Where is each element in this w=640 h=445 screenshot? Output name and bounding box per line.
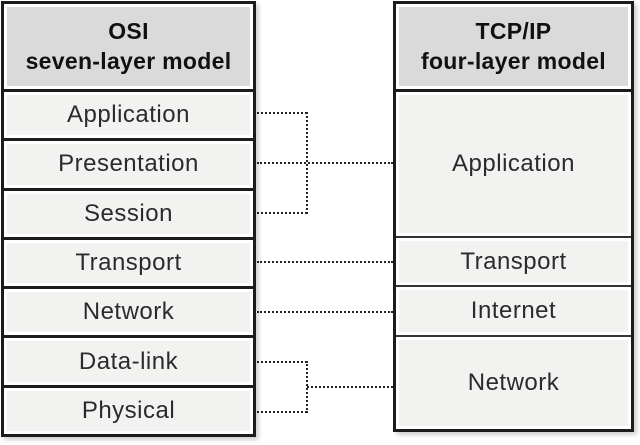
osi-layer-session: Session (7, 193, 250, 234)
osi-layer-datalink: Data-link (7, 341, 250, 382)
osi-model-header: OSI seven-layer model (4, 4, 253, 92)
tcpip-layer-row-transport: Transport (396, 238, 631, 288)
osi-layer-transport: Transport (7, 242, 250, 284)
osi-layer-row-network: Network (4, 289, 253, 339)
osi-layer-application: Application (7, 95, 250, 136)
osi-layer-row-transport: Transport (4, 240, 253, 290)
connector-application-stub (257, 112, 307, 114)
connector-datalink-stub (257, 361, 307, 363)
osi-layer-physical: Physical (7, 390, 250, 431)
osi-model-box: OSI seven-layer model Application Presen… (1, 1, 256, 437)
tcpip-model-title: TCP/IP four-layer model (399, 7, 628, 86)
tcpip-layer-network: Network (399, 339, 628, 426)
connector-network-to-internet (257, 311, 393, 313)
tcpip-title-line2: four-layer model (420, 47, 606, 74)
connector-presentation-to-application (257, 162, 393, 164)
tcpip-layer-row-network: Network (396, 337, 631, 429)
osi-layer-presentation: Presentation (7, 144, 250, 185)
osi-layer-row-physical: Physical (4, 388, 253, 434)
osi-model-title: OSI seven-layer model (7, 7, 250, 86)
connector-upper-vertical-join (306, 112, 308, 214)
osi-layer-row-datalink: Data-link (4, 338, 253, 388)
tcpip-layer-internet: Internet (399, 290, 628, 332)
osi-layer-network: Network (7, 292, 250, 333)
tcpip-model-box: TCP/IP four-layer model Application Tran… (393, 1, 634, 432)
connector-transport-to-transport (257, 261, 393, 263)
osi-layer-row-presentation: Presentation (4, 141, 253, 191)
connector-session-stub (257, 212, 307, 214)
tcpip-title-line1: TCP/IP (475, 17, 552, 44)
osi-title-line2: seven-layer model (25, 47, 232, 74)
tcpip-layer-row-internet: Internet (396, 287, 631, 337)
osi-title-line1: OSI (108, 17, 149, 44)
connector-join-to-network (307, 386, 393, 388)
tcpip-layer-transport: Transport (399, 241, 628, 283)
osi-layer-row-application: Application (4, 92, 253, 142)
osi-layer-row-session: Session (4, 191, 253, 240)
tcpip-layer-row-application: Application (396, 92, 631, 239)
connector-physical-stub (257, 411, 307, 413)
tcpip-model-header: TCP/IP four-layer model (396, 4, 631, 92)
tcpip-layer-application: Application (399, 95, 628, 234)
